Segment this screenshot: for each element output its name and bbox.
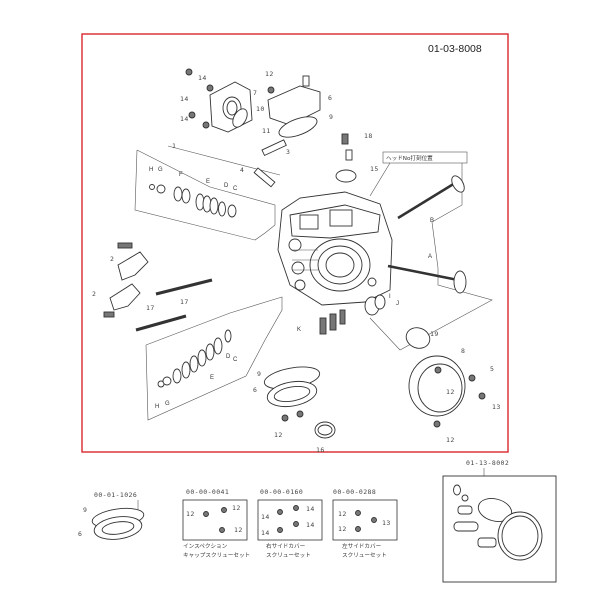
label-16: 16 [316, 446, 325, 454]
rocker-arms [103, 242, 149, 318]
kit-4-caption-1: 左サイドカバー [342, 542, 382, 550]
inspection-cover-left [209, 81, 253, 133]
label-I: I [389, 294, 391, 300]
inspection-cover-right [267, 75, 321, 138]
diagram-code: 01-03-8008 [428, 43, 482, 55]
kit-2-caption-2: キャップスクリューセット [183, 552, 250, 559]
label-4: 4 [240, 166, 244, 174]
bolts-top-left [185, 68, 275, 129]
kit-1-code: 00-01-1026 [94, 491, 137, 499]
label-6b: 6 [253, 386, 257, 394]
kit-gasket-cover: 00-01-1026 9 6 [78, 491, 145, 540]
kit-1-num-9: 9 [83, 506, 87, 514]
label-C2: C [233, 357, 238, 363]
kit-left-side-cover-screws: 00-00-0288 12 12 13 左サイドカバー スクリューセット [332, 488, 398, 559]
kit-2-num-b: 12 [232, 504, 241, 512]
assembly-outline-upper [134, 149, 276, 241]
side-cover-right [405, 327, 486, 428]
kit-4-num-a: 12 [338, 510, 347, 518]
callout-leader [369, 162, 391, 197]
assembly-outline-lower [145, 296, 283, 421]
label-9b: 9 [257, 370, 261, 378]
label-C1: C [233, 186, 238, 192]
label-19: 19 [430, 330, 439, 338]
small-parts-k-i-j [319, 294, 386, 335]
label-7: 7 [253, 89, 257, 97]
label-G1: G [158, 167, 163, 173]
label-14a: 14 [198, 74, 207, 82]
label-G2: G [165, 401, 170, 407]
kit-3-code: 00-00-0160 [260, 488, 303, 496]
label-D1: D [224, 183, 229, 189]
kit-3-num-d: 14 [261, 529, 270, 537]
label-1: 1 [172, 142, 176, 150]
kit-3-num-c: 14 [306, 521, 315, 529]
label-K: K [297, 327, 301, 333]
gasket-set: 01-13-8002 [442, 459, 557, 583]
label-13: 13 [492, 403, 501, 411]
valves [387, 175, 467, 294]
kit-3-num-a: 14 [261, 513, 270, 521]
label-11: 11 [262, 127, 271, 135]
kit-4-code: 00-00-0288 [333, 488, 376, 496]
kit-3-num-b: 14 [306, 505, 315, 513]
label-H2: H [155, 404, 159, 410]
label-9a: 9 [329, 113, 333, 121]
gasket-set-code: 01-13-8002 [466, 459, 509, 467]
label-18: 18 [364, 132, 373, 140]
label-D2: D [226, 354, 231, 360]
kit-2-caption-1: インスペクション [183, 543, 228, 550]
kit-4-num-b: 12 [338, 525, 347, 533]
label-15: 15 [370, 165, 379, 173]
kit-3-caption-2: スクリューセット [266, 552, 311, 559]
label-6a: 6 [328, 94, 332, 102]
label-14b: 14 [180, 95, 189, 103]
kit-2-code: 00-00-0041 [186, 488, 229, 496]
pin-parts [253, 133, 357, 188]
label-12c: 12 [446, 436, 455, 444]
leader-line [167, 145, 281, 176]
label-12a: 12 [265, 70, 274, 78]
kit-4-caption-2: スクリューセット [342, 552, 387, 559]
bottom-cover [263, 366, 336, 439]
assembly-outline-right [369, 154, 493, 351]
kit-inspection-cap-screws: 00-00-0041 12 12 12 インスペクション キャップスクリューセッ… [182, 488, 250, 559]
valve-spring-set-lower [157, 329, 232, 388]
label-14c: 14 [180, 115, 189, 123]
kit-2-num-a: 12 [186, 510, 195, 518]
main-frame [81, 33, 509, 453]
label-B: B [430, 218, 434, 224]
label-3: 3 [286, 148, 290, 156]
label-2a: 2 [110, 255, 114, 263]
kit-3-caption-1: 右サイドカバー [266, 542, 306, 550]
label-A: A [428, 254, 432, 260]
label-10: 10 [256, 105, 265, 113]
label-J: J [396, 301, 399, 307]
label-H1: H [149, 167, 153, 173]
kit-2-num-c: 12 [234, 526, 243, 534]
label-12d: 12 [274, 431, 283, 439]
part-number-labels: 1 2 2 3 4 5 6 6 7 8 9 9 10 11 12 12 12 1… [92, 70, 501, 454]
label-E1: E [206, 179, 210, 185]
label-8: 8 [461, 347, 465, 355]
long-bolts [135, 278, 213, 332]
kit-right-side-cover-screws: 00-00-0160 14 14 14 14 右サイドカバー スクリューセット [257, 488, 323, 559]
valve-spring-set-upper [149, 184, 237, 218]
cylinder-head [277, 191, 393, 306]
label-5: 5 [490, 365, 494, 373]
label-2b: 2 [92, 290, 96, 298]
label-12b: 12 [446, 388, 455, 396]
kit-4-num-c: 13 [382, 519, 391, 527]
label-17a: 17 [146, 304, 155, 312]
head-number-callout-box [382, 151, 468, 164]
label-F: F [179, 172, 183, 178]
kit-1-num-6: 6 [78, 530, 82, 538]
label-E2: E [210, 375, 214, 381]
label-17b: 17 [180, 298, 189, 306]
head-number-callout: ヘッドNo打刻位置 [386, 154, 433, 162]
